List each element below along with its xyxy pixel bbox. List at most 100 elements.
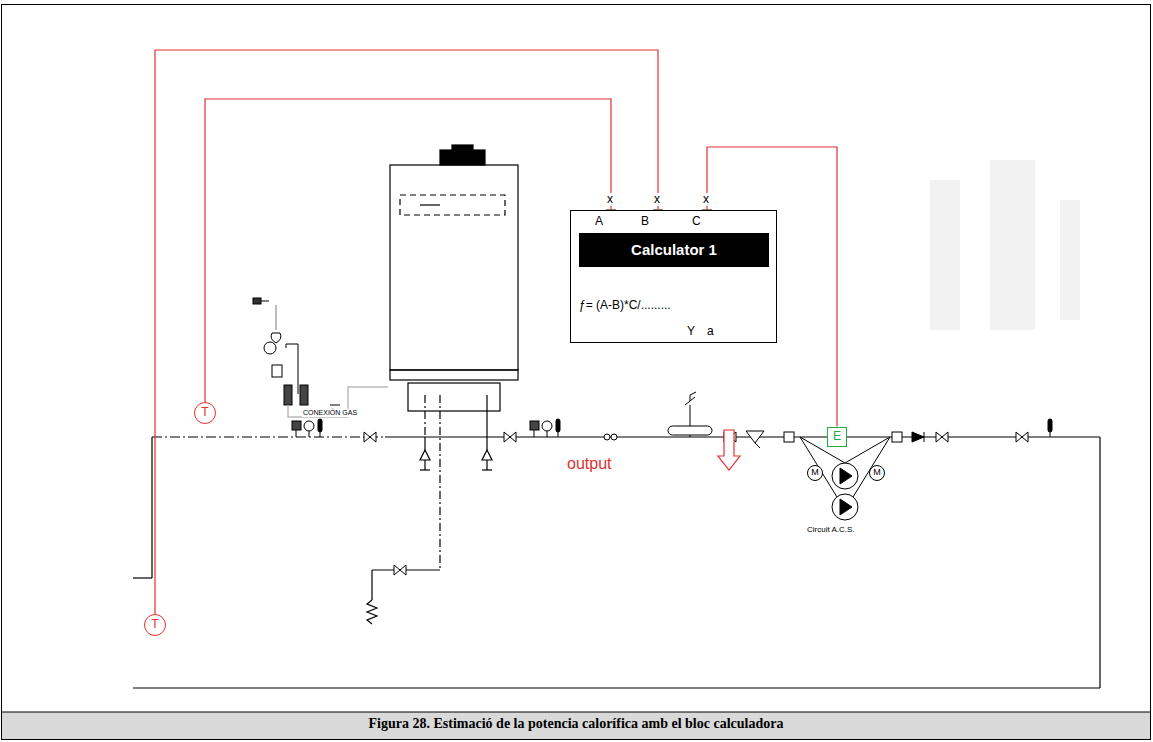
node-text: B: [641, 215, 649, 228]
illustration-rect: [318, 419, 322, 432]
illustration-line: [385, 436, 1100, 437]
illustration-line: [439, 395, 440, 570]
illustration-rect: [892, 432, 902, 442]
illustration-line: [420, 204, 440, 205]
illustration-line: [558, 432, 559, 437]
illustration-circle: [832, 463, 858, 489]
illustration-line: [371, 570, 372, 600]
illustration-line: [320, 432, 321, 437]
illustration-rect: [400, 195, 505, 215]
illustration-path: [840, 499, 852, 515]
illustration-line: [133, 577, 152, 578]
illustration-circle: [604, 434, 610, 440]
illustration-line: [534, 430, 535, 437]
calculator-block: ABCƒ= (A-B)*C/.........YaCalculator 1: [570, 210, 777, 343]
node-text: T: [201, 406, 208, 419]
illustration-circle: [611, 434, 617, 440]
temperature-sensor: T: [194, 402, 216, 424]
illustration-rect: [668, 426, 712, 435]
illustration-rect: [390, 165, 518, 370]
pin-marker: x: [702, 193, 710, 206]
illustration-line: [261, 301, 269, 302]
illustration-path: [271, 333, 281, 343]
node-text: M: [873, 468, 881, 478]
node-text: Y: [687, 325, 695, 338]
illustration-path: [504, 432, 516, 442]
illustration-line: [133, 687, 1100, 688]
illustration-line: [152, 436, 385, 437]
pin-marker: x: [606, 193, 614, 206]
illustration-path: [746, 431, 764, 443]
illustration-rect: [930, 180, 960, 330]
illustration-path: [912, 432, 924, 442]
node-text: ƒ= (A-B)*C/.........: [579, 299, 671, 312]
illustration-line: [486, 395, 487, 437]
illustration-rect: [2, 5, 1151, 740]
illustration-rect: [2, 712, 1150, 739]
illustration-line: [420, 469, 430, 470]
illustration-path: [936, 432, 948, 442]
illustration-rect: [1048, 419, 1052, 432]
illustration-path: [420, 450, 430, 470]
illustration-path: [718, 430, 740, 470]
illustration-rect: [284, 385, 292, 405]
illustration-path: [288, 387, 388, 417]
illustration-line: [486, 437, 487, 450]
illustration-line: [547, 431, 548, 437]
illustration-line: [482, 469, 492, 470]
illustration-path: [685, 392, 696, 405]
illustration-path: [1016, 432, 1028, 442]
illustration-rect: [1060, 200, 1080, 320]
illustration-path: [482, 450, 492, 470]
motor-symbol: M: [869, 465, 885, 481]
illustration-line: [275, 305, 277, 330]
circuit-label: Circuit A.C.S.: [806, 526, 856, 535]
illustration-g: [133, 145, 1100, 688]
energy-meter-box: E: [827, 427, 847, 447]
calculator-title-band: Calculator 1: [579, 233, 769, 267]
node-text: Calculator 1: [631, 242, 717, 259]
signal-wire: [205, 99, 611, 402]
illustration-circle: [542, 421, 552, 431]
illustration-rect: [253, 298, 261, 304]
illustration-path: [364, 432, 376, 442]
illustration-rect: [300, 385, 308, 405]
illustration-rect: [452, 145, 473, 150]
illustration-line: [296, 430, 297, 437]
illustration-g: [364, 432, 1028, 575]
illustration-g: [930, 160, 1080, 330]
illustration-path: [367, 600, 377, 624]
illustration-line: [690, 435, 691, 437]
temperature-sensor: T: [144, 614, 166, 636]
illustration-rect: [784, 432, 794, 442]
illustration-rect: [408, 383, 500, 411]
illustration-circle: [832, 494, 858, 520]
illustration-rect: [272, 365, 282, 377]
node-text: T: [151, 618, 158, 631]
illustration-path: [394, 565, 406, 575]
illustration-path: [840, 468, 852, 484]
node-text: E: [833, 430, 841, 443]
illustration-line: [424, 395, 425, 437]
illustration-line: [424, 437, 425, 450]
illustration-rect: [530, 421, 539, 430]
illustration-rect: [390, 370, 518, 380]
illustration-circle: [304, 421, 314, 431]
illustration-line: [924, 432, 925, 442]
node-text: A: [595, 215, 603, 228]
illustration-line: [330, 405, 340, 406]
illustration-line: [1050, 432, 1051, 437]
illustration-line: [309, 431, 310, 437]
gas-connection-label: CONEXIÓN GAS: [302, 409, 358, 417]
illustration-g: [253, 210, 1052, 520]
output-label: output: [566, 455, 612, 473]
illustration-line: [151, 437, 152, 578]
figure-caption: Figura 28. Estimació de la potencia calo…: [2, 716, 1150, 732]
motor-symbol: M: [807, 465, 823, 481]
node-text: M: [811, 468, 819, 478]
pin-marker: x: [653, 193, 661, 206]
illustration-circle: [264, 342, 276, 354]
